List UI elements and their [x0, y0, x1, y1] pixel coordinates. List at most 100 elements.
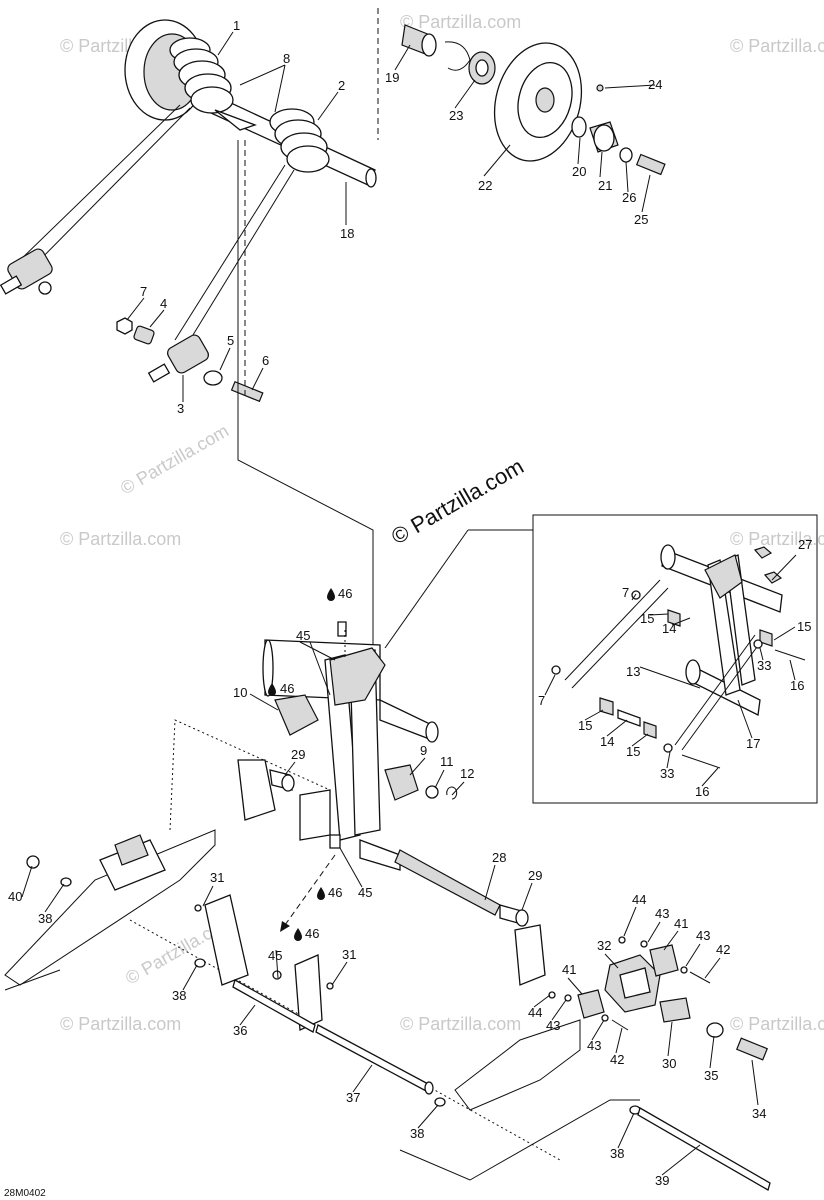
- callouts: 1 2 3 4 5 6 7 8 18 19 20 21 22 23 24 25 …: [8, 18, 812, 1188]
- spacer: [133, 325, 155, 345]
- long-bolt: [637, 1107, 771, 1191]
- callout: 15: [626, 744, 640, 759]
- circlip: [446, 786, 458, 800]
- callout: 7: [140, 284, 147, 299]
- callout: 45: [358, 885, 372, 900]
- spring-arm: [14, 104, 181, 266]
- inset-link: [681, 639, 763, 751]
- washer: [425, 785, 439, 799]
- watermark-text: © Partzilla.com: [117, 420, 232, 498]
- callout: 43: [587, 1038, 601, 1053]
- washer: [680, 966, 688, 974]
- callout: 30: [662, 1056, 676, 1071]
- callout: 41: [674, 916, 688, 931]
- callout: 35: [704, 1068, 718, 1083]
- cam-pad: [274, 694, 319, 736]
- callout: 42: [610, 1052, 624, 1067]
- rear-arm: [262, 621, 501, 916]
- left-spring: [169, 37, 234, 114]
- callout: 42: [716, 942, 730, 957]
- arm-bracket: [329, 647, 386, 706]
- callout: 8: [283, 51, 290, 66]
- spring-hook: [214, 109, 257, 131]
- spacer: [659, 997, 691, 1023]
- callout: 46: [338, 586, 352, 601]
- right-spring: [269, 108, 330, 173]
- callout: 27: [798, 537, 812, 552]
- circlip: [444, 41, 471, 71]
- grease-fitting: [337, 621, 347, 637]
- washer: [60, 877, 72, 887]
- callout: 22: [478, 178, 492, 193]
- callout: 9: [420, 743, 427, 758]
- brand-title: © Partzilla.com: [387, 454, 528, 550]
- wheel-bolt: [635, 153, 666, 176]
- callout: 38: [172, 988, 186, 1003]
- callout: 31: [342, 947, 356, 962]
- callout: 36: [233, 1023, 247, 1038]
- watermark-text: © Partzilla.com: [60, 529, 181, 549]
- callout: 45: [296, 628, 310, 643]
- callout: 19: [385, 70, 399, 85]
- tube: [315, 1024, 431, 1093]
- arm-link: [324, 654, 361, 841]
- nut: [116, 317, 133, 335]
- cam-pad: [384, 764, 419, 801]
- callout-leaders: [21, 31, 797, 1176]
- callout: 38: [410, 1126, 424, 1141]
- callout: 3: [177, 401, 184, 416]
- callout: 40: [8, 889, 22, 904]
- adjuster-block: [649, 944, 679, 977]
- lube-arrow: [284, 854, 336, 926]
- side-plate: [237, 759, 276, 821]
- callout: 29: [291, 747, 305, 762]
- detail-inset-box: [532, 514, 818, 804]
- washer: [434, 1097, 446, 1107]
- callout: 16: [790, 678, 804, 693]
- bolt: [689, 971, 711, 984]
- callout: 34: [752, 1106, 766, 1121]
- callout: 43: [655, 906, 669, 921]
- callout: 7: [538, 693, 545, 708]
- callout: 15: [640, 611, 654, 626]
- inset-bolt: [681, 754, 721, 769]
- callout: 32: [597, 938, 611, 953]
- callout: 43: [546, 1018, 560, 1033]
- callout: 44: [528, 1005, 542, 1020]
- callout: 29: [528, 868, 542, 883]
- left-rail: [4, 829, 216, 986]
- callout: 17: [746, 736, 760, 751]
- leader-line: [237, 140, 374, 645]
- right-rail: [454, 1019, 581, 1111]
- spring-arm: [24, 107, 191, 276]
- callout: 21: [598, 178, 612, 193]
- callout: 25: [634, 212, 648, 227]
- spring-arm: [184, 169, 295, 349]
- washer: [203, 370, 223, 386]
- callout: 45: [268, 948, 282, 963]
- inset-bolt: [774, 649, 806, 661]
- inset-link: [674, 634, 756, 746]
- callout: 15: [797, 619, 811, 634]
- callout: 31: [210, 870, 224, 885]
- callout: 14: [662, 621, 676, 636]
- callout: 5: [227, 333, 234, 348]
- diagram-code: 28M0402: [4, 1188, 46, 1199]
- cross-shaft: [394, 849, 501, 916]
- nut: [548, 991, 556, 999]
- idler-wheel-group: [401, 24, 666, 176]
- callout: 46: [305, 926, 319, 941]
- watermark-text: © Partzilla.com: [400, 12, 521, 32]
- callout: 46: [328, 885, 342, 900]
- adjuster-bolt: [230, 380, 264, 403]
- callout: 33: [660, 766, 674, 781]
- callout: 24: [648, 77, 662, 92]
- right-adjuster-cam: [147, 334, 209, 383]
- arm-plate: [294, 954, 323, 1031]
- callout: 7: [622, 585, 629, 600]
- callout: 13: [626, 664, 640, 679]
- callout: 28: [492, 850, 506, 865]
- callout: 11: [440, 754, 454, 769]
- washer: [619, 147, 633, 163]
- callout: 15: [578, 718, 592, 733]
